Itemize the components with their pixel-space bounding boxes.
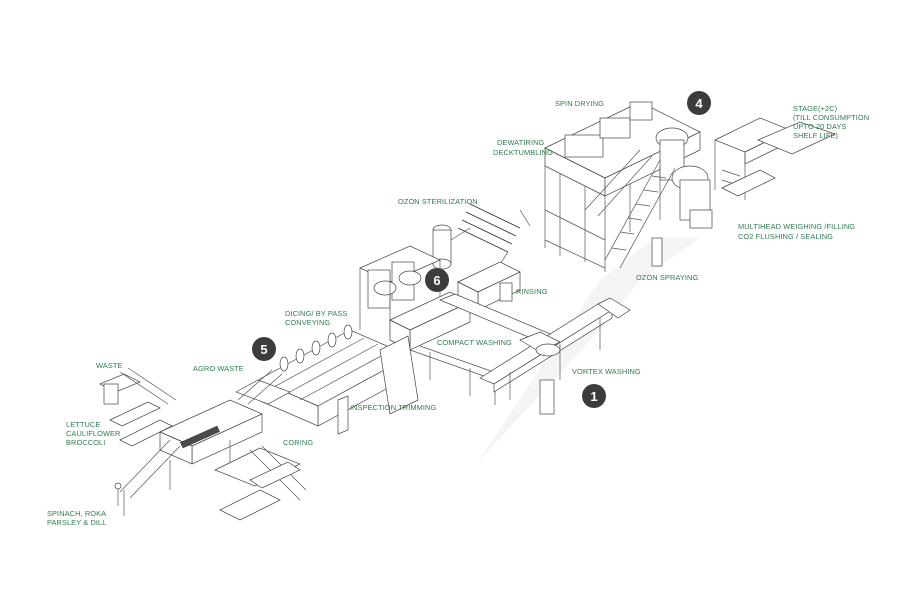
label-multihead-1: MULTIHEAD WEIGHING /FILLING bbox=[738, 222, 855, 231]
label-multihead-2: CO2 FLUSHING / SEALING bbox=[738, 232, 833, 241]
label-agro-waste: AGRO WASTE bbox=[193, 364, 244, 373]
label-dicing-1: DICING/ BY PASS bbox=[285, 309, 347, 318]
spinach-input-conveyor bbox=[114, 439, 181, 516]
label-spin-drying: SPIN DRYING bbox=[555, 99, 604, 108]
rinsing-tanks bbox=[359, 245, 521, 336]
marker-4-label: 4 bbox=[695, 96, 703, 111]
label-vortex-washing: VORTEX WASHING bbox=[572, 367, 641, 376]
label-lettuce-2: CAULIFLOWER bbox=[66, 429, 120, 438]
label-waste: WASTE bbox=[96, 361, 123, 370]
marker-1: 1 bbox=[582, 384, 606, 408]
label-stage-3: UPTO 20 DAYS bbox=[793, 122, 847, 131]
label-dewatiring-2: DECKTUMBLING bbox=[493, 148, 553, 157]
label-ozon-spraying: OZON SPRAYING bbox=[636, 273, 698, 282]
label-dicing-2: CONVEYING bbox=[285, 318, 330, 327]
vortex-washing-unit bbox=[479, 297, 631, 415]
label-rinsing: RINSING bbox=[516, 287, 548, 296]
label-dewatiring-1: DEWATIRING bbox=[497, 138, 545, 147]
ozon-sterilization-unit bbox=[432, 203, 531, 270]
inspection-trimming-unit bbox=[159, 399, 307, 521]
label-inspection-trimming: INSPECTION TRIMMING bbox=[350, 403, 436, 412]
label-stage-4: SHELF LIFE) bbox=[793, 131, 838, 140]
stage-cold-storage bbox=[714, 117, 836, 200]
label-ozon-sterilization: OZON STERILIZATION bbox=[398, 197, 478, 206]
marker-5-label: 5 bbox=[260, 342, 267, 357]
spin-drying-platform bbox=[544, 101, 713, 272]
label-spinach-1: SPINACH, ROKA bbox=[47, 509, 106, 518]
dicing-coring-line bbox=[235, 324, 419, 435]
label-compact-washing: COMPACT WASHING bbox=[437, 338, 512, 347]
marker-6: 6 bbox=[425, 268, 449, 292]
label-spinach-2: PARSLEY & DILL bbox=[47, 518, 106, 527]
label-lettuce-3: BROCCOLI bbox=[66, 438, 105, 447]
marker-1-label: 1 bbox=[590, 389, 597, 404]
marker-6-label: 6 bbox=[433, 273, 440, 288]
marker-5: 5 bbox=[252, 337, 276, 361]
label-stage-2: (TILL CONSUMPTION bbox=[793, 113, 869, 122]
label-coring: CORING bbox=[283, 438, 313, 447]
waste-conveyor bbox=[99, 367, 177, 447]
label-stage-1: STAGE(+2C) bbox=[793, 104, 837, 113]
marker-4: 4 bbox=[687, 91, 711, 115]
label-lettuce-1: LETTUCE bbox=[66, 420, 100, 429]
